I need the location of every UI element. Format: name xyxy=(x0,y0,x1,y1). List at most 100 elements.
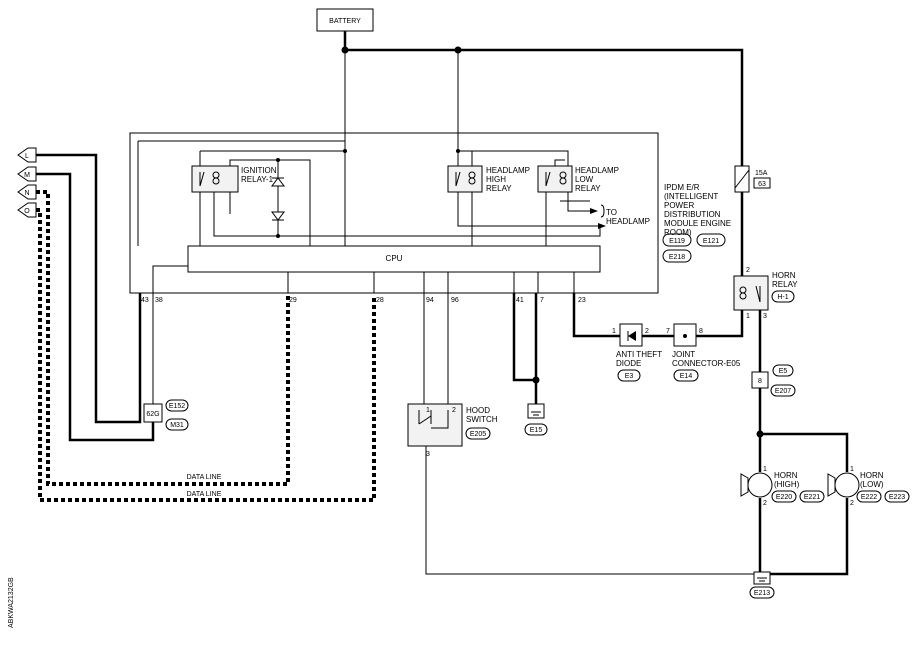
hood-pin-2: 2 xyxy=(452,407,456,414)
connector-e152: E152 xyxy=(169,403,185,410)
data-line-label-1: DATA LINE xyxy=(187,474,222,481)
ground-e15-wiring xyxy=(512,293,545,419)
ipdm-label-4: DISTRIBUTION xyxy=(664,210,721,219)
joint-pin-8: 8 xyxy=(699,328,703,335)
ground-e213-label: E213 xyxy=(754,590,770,597)
horn-high-label-2: (HIGH) xyxy=(774,480,800,489)
ignition-relay-1 xyxy=(191,165,239,193)
diode-label-1: ANTI THEFT xyxy=(616,350,662,359)
anti-theft-circuit xyxy=(572,293,744,347)
fuse-no: 63 xyxy=(758,181,766,188)
horn-high-pin-1: 1 xyxy=(763,466,767,473)
connector-62g-box xyxy=(143,403,163,423)
horn-relay-pin-1: 1 xyxy=(746,313,750,320)
headlamp-low-relay-label-2: LOW xyxy=(575,175,594,184)
ipdm-label-2: (INTELLIGENT xyxy=(664,192,718,201)
data-line-label-2: DATA LINE xyxy=(187,491,222,498)
horn-low-conn-2: E223 xyxy=(889,494,905,501)
ignition-relay-label-1: IGNITION xyxy=(241,166,277,175)
headlamp-high-relay xyxy=(447,165,483,193)
ground-e15-label: E15 xyxy=(530,427,543,434)
terminal-29: 29 xyxy=(289,297,297,304)
diode-conn-e3: E3 xyxy=(625,373,634,380)
horn-relay-pin-3: 3 xyxy=(763,313,767,320)
cpu-label: CPU xyxy=(386,254,403,263)
hood-pin-1: 1 xyxy=(426,407,430,414)
cpu-block xyxy=(187,245,601,273)
horn-high xyxy=(740,472,773,498)
horn-low xyxy=(827,472,860,498)
inline-conn-e207: E207 xyxy=(775,388,791,395)
ground-e213 xyxy=(753,571,771,585)
horn-low-pin-2: 2 xyxy=(850,500,854,507)
horn-relay-pin-2: 2 xyxy=(746,267,750,274)
connector-62g-pin: 62G xyxy=(146,411,159,418)
horn-low-label-2: (LOW) xyxy=(860,480,884,489)
horn-high-pin-2: 2 xyxy=(763,500,767,507)
terminal-38: 38 xyxy=(155,297,163,304)
headlamp-low-relay-label-1: HEADLAMP xyxy=(575,166,619,175)
battery-bus xyxy=(343,31,744,166)
cpu-terminal-wiring xyxy=(152,265,575,293)
hood-conn-e205: E205 xyxy=(470,431,486,438)
inline-pin-8: 8 xyxy=(758,378,762,385)
ref-l: L xyxy=(25,153,29,160)
battery-node-1 xyxy=(341,46,349,54)
headlamp-high-relay-label-2: HIGH xyxy=(486,175,506,184)
joint-conn-e14: E14 xyxy=(680,373,693,380)
horn-high-conn-1: E220 xyxy=(776,494,792,501)
joint-pin-7: 7 xyxy=(666,328,670,335)
horn-relay-conn: H-1 xyxy=(777,294,788,301)
horn-relay-label-1: HORN xyxy=(772,271,796,280)
terminal-23: 23 xyxy=(578,297,586,304)
ipdm-label-6: ROOM) xyxy=(664,228,692,237)
terminal-43: 43 xyxy=(141,297,149,304)
horn-low-pin-1: 1 xyxy=(850,466,854,473)
terminal-96: 96 xyxy=(451,297,459,304)
headlamp-high-relay-label-3: RELAY xyxy=(486,184,512,193)
to-headlamp-label-2: HEADLAMP xyxy=(606,217,650,226)
ref-m: M xyxy=(24,172,30,179)
battery-label: BATTERY xyxy=(329,18,361,25)
headlamp-high-relay-label-1: HEADLAMP xyxy=(486,166,530,175)
horn-relay xyxy=(733,275,769,372)
ref-o: O xyxy=(24,208,30,215)
horn-wiring xyxy=(756,388,849,576)
horn-low-conn-1: E222 xyxy=(861,494,877,501)
hood-switch-label-2: SWITCH xyxy=(466,415,498,424)
ipdm-conn-e119: E119 xyxy=(669,238,685,245)
ipdm-label-1: IPDM E/R xyxy=(664,183,700,192)
ipdm-conn-e218: E218 xyxy=(669,254,685,261)
diode-pin-1: 1 xyxy=(612,328,616,335)
hood-switch xyxy=(407,293,762,575)
horn-high-label-1: HORN xyxy=(774,471,798,480)
ipdm-internal-wiring xyxy=(137,133,606,246)
inline-conn-e5: E5 xyxy=(779,368,788,375)
ipdm-label-3: POWER xyxy=(664,201,694,210)
terminal-94: 94 xyxy=(426,297,434,304)
joint-label-1: JOINT xyxy=(672,350,695,359)
battery-node-2 xyxy=(454,46,462,54)
ipdm-module-box xyxy=(129,132,659,294)
diode-pin-2: 2 xyxy=(645,328,649,335)
ipdm-conn-e121: E121 xyxy=(703,238,719,245)
headlamp-low-relay xyxy=(537,165,573,193)
diode-label-2: DIODE xyxy=(616,359,641,368)
horn-high-conn-2: E221 xyxy=(804,494,820,501)
fuse-amp: 15A xyxy=(755,170,768,177)
can-wiring xyxy=(36,153,376,502)
connector-m31: M31 xyxy=(170,422,184,429)
terminal-7: 7 xyxy=(540,297,544,304)
ipdm-label-5: MODULE ENGINE xyxy=(664,219,731,228)
ref-n: N xyxy=(24,190,29,197)
hood-pin-3: 3 xyxy=(426,451,430,458)
ignition-relay-label-2: RELAY-1 xyxy=(241,175,274,184)
horn-relay-label-2: RELAY xyxy=(772,280,798,289)
drawing-id: ABKWA2132GB xyxy=(8,577,15,628)
horn-low-label-1: HORN xyxy=(860,471,884,480)
hood-switch-label-1: HOOD xyxy=(466,406,490,415)
headlamp-low-relay-label-3: RELAY xyxy=(575,184,601,193)
terminal-28: 28 xyxy=(376,297,384,304)
